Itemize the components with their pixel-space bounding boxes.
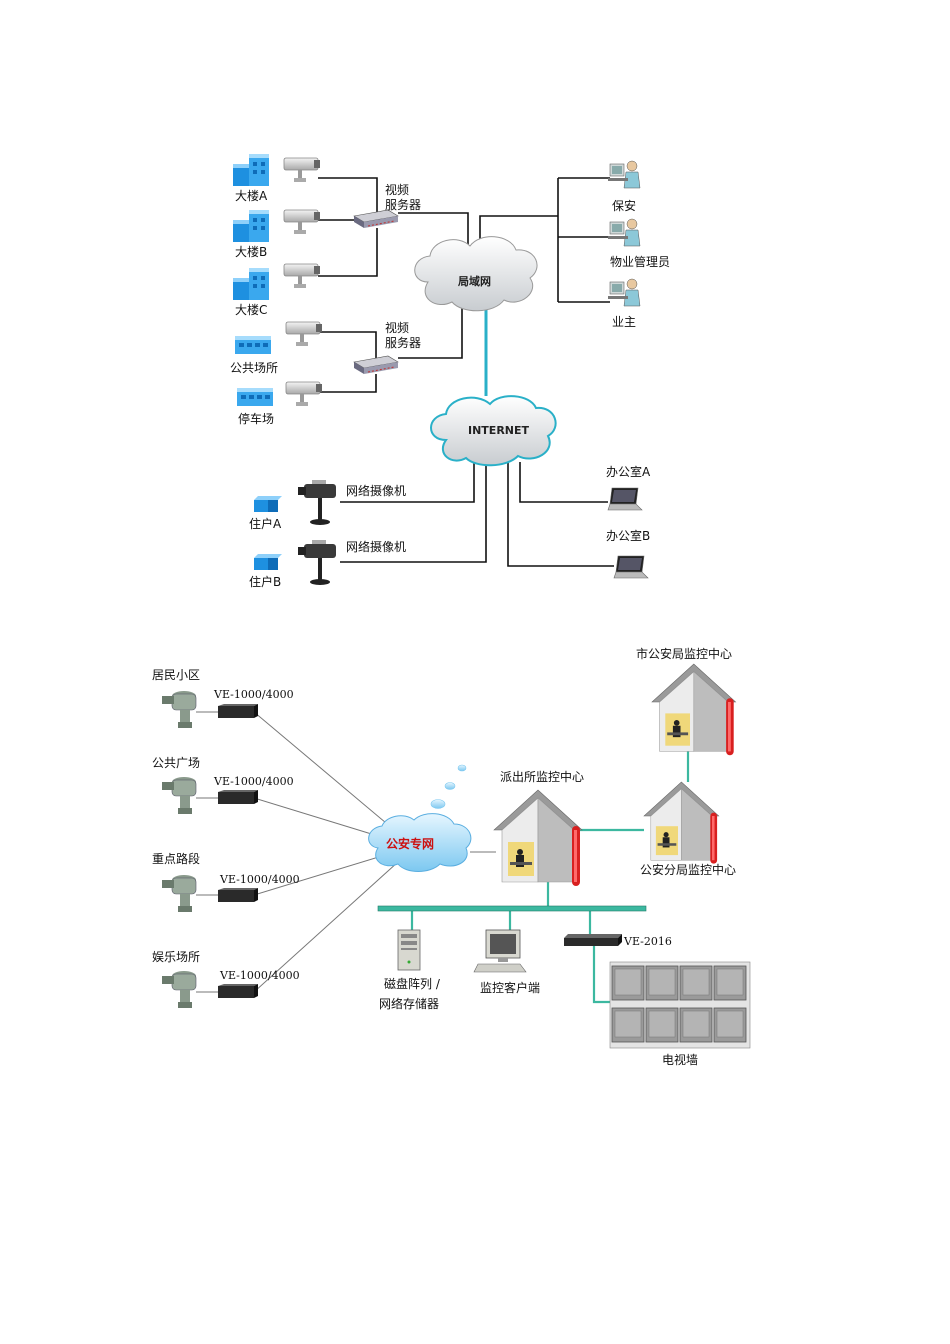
video-server-2-label-line2: 服务器 bbox=[385, 335, 421, 350]
monitoring-client-icon bbox=[473, 929, 527, 973]
owner-icon bbox=[607, 278, 641, 307]
tv-wall bbox=[609, 961, 751, 1049]
branch-center-house-icon bbox=[643, 781, 720, 865]
video-server-1-icon bbox=[353, 209, 399, 229]
office-a-label: 办公室A bbox=[606, 464, 651, 479]
decoder-icon bbox=[564, 934, 622, 946]
police-net-label: 公安专网 bbox=[386, 836, 434, 851]
station-center-house-icon bbox=[493, 789, 583, 887]
city-center-label: 市公安局监控中心 bbox=[636, 646, 732, 661]
d1-connection-lines bbox=[318, 177, 614, 567]
tv-wall-label: 电视墙 bbox=[662, 1052, 698, 1067]
video-server-2-label-line1: 视频 bbox=[385, 320, 409, 335]
building-c-icon bbox=[233, 268, 269, 300]
camera-icon bbox=[283, 157, 321, 183]
building-a-icon bbox=[233, 154, 269, 186]
encoder-icon bbox=[218, 984, 258, 998]
diagram-1-community-network: 大楼A 大楼B 大楼C 公共场所 停车场 视频 服务器 视频 服务器 局域网 I… bbox=[230, 154, 670, 589]
camera-icon bbox=[283, 209, 321, 235]
camera-icon bbox=[283, 263, 321, 289]
encoder-4-label: VE-1000/4000 bbox=[219, 969, 300, 982]
camera-icon bbox=[285, 381, 323, 407]
building-b-icon bbox=[233, 210, 269, 242]
lan-cloud: 局域网 bbox=[414, 236, 538, 312]
ptz-camera-icon bbox=[161, 690, 197, 729]
ptz-camera-icon bbox=[161, 970, 197, 1009]
encoder-icon bbox=[218, 790, 258, 804]
d2-green-lines bbox=[410, 740, 690, 1004]
building-b-label: 大楼B bbox=[235, 244, 267, 259]
property-manager-label: 物业管理员 bbox=[610, 254, 670, 269]
security-guard-label: 保安 bbox=[612, 198, 636, 213]
public-place-label: 公共场所 bbox=[230, 361, 278, 375]
police-net-cloud: 公安专网 bbox=[368, 813, 472, 872]
office-a-laptop-icon bbox=[607, 487, 643, 511]
parking-label: 停车场 bbox=[238, 411, 274, 426]
camera-icon bbox=[285, 321, 323, 347]
storage-label-line2: 网络存储器 bbox=[379, 996, 439, 1011]
encoder-icon bbox=[218, 704, 258, 718]
d2-encoder-lines bbox=[196, 711, 496, 993]
bubble-decoration bbox=[430, 764, 467, 809]
encoder-1-label: VE-1000/4000 bbox=[213, 688, 294, 701]
monitoring-client-label: 监控客户端 bbox=[480, 980, 540, 995]
internet-label: INTERNET bbox=[468, 424, 530, 437]
parking-icon bbox=[237, 388, 273, 406]
encoder-3-label: VE-1000/4000 bbox=[219, 873, 300, 886]
storage-label-line1: 磁盘阵列 / bbox=[384, 976, 441, 991]
internet-cloud: INTERNET bbox=[430, 395, 557, 467]
branch-center-label: 公安分局监控中心 bbox=[640, 862, 736, 877]
backbone-bus bbox=[377, 905, 647, 912]
property-manager-icon bbox=[607, 218, 641, 247]
site-key-road-label: 重点路段 bbox=[152, 851, 200, 866]
network-camera-1-label: 网络摄像机 bbox=[346, 483, 406, 498]
storage-server-icon bbox=[397, 929, 421, 971]
resident-b-icon bbox=[254, 554, 282, 570]
video-server-2-icon bbox=[353, 355, 399, 375]
ptz-camera-icon bbox=[161, 776, 197, 815]
ptz-camera-icon bbox=[161, 874, 197, 913]
decoder-label: VE-2016 bbox=[623, 935, 672, 948]
office-b-laptop-icon bbox=[613, 555, 649, 579]
resident-b-label: 住户B bbox=[249, 574, 281, 589]
video-server-1-label-line1: 视频 bbox=[385, 182, 409, 197]
network-camera-2-label: 网络摄像机 bbox=[346, 539, 406, 554]
site-residential-label: 居民小区 bbox=[152, 668, 200, 682]
building-a-label: 大楼A bbox=[235, 188, 268, 203]
building-c-label: 大楼C bbox=[235, 302, 267, 317]
network-camera-1-icon bbox=[298, 480, 336, 525]
public-place-icon bbox=[235, 336, 271, 354]
security-guard-icon bbox=[607, 160, 641, 189]
lan-label: 局域网 bbox=[457, 274, 491, 288]
site-entertainment-label: 娱乐场所 bbox=[152, 950, 200, 964]
resident-a-icon bbox=[254, 496, 282, 512]
diagram-2-police-network: 公安专网 居民小区 VE-1000/4000 公共广场 VE-1000/4000… bbox=[152, 646, 751, 1067]
owner-label: 业主 bbox=[612, 315, 636, 329]
video-server-1-label-line2: 服务器 bbox=[385, 197, 421, 212]
station-center-label: 派出所监控中心 bbox=[500, 769, 584, 784]
encoder-icon bbox=[218, 888, 258, 902]
office-b-label: 办公室B bbox=[606, 528, 650, 543]
network-camera-2-icon bbox=[298, 540, 336, 585]
encoder-2-label: VE-1000/4000 bbox=[213, 775, 294, 788]
city-center-house-icon bbox=[651, 663, 737, 756]
resident-a-label: 住户A bbox=[249, 516, 282, 531]
site-public-square-label: 公共广场 bbox=[152, 756, 200, 770]
